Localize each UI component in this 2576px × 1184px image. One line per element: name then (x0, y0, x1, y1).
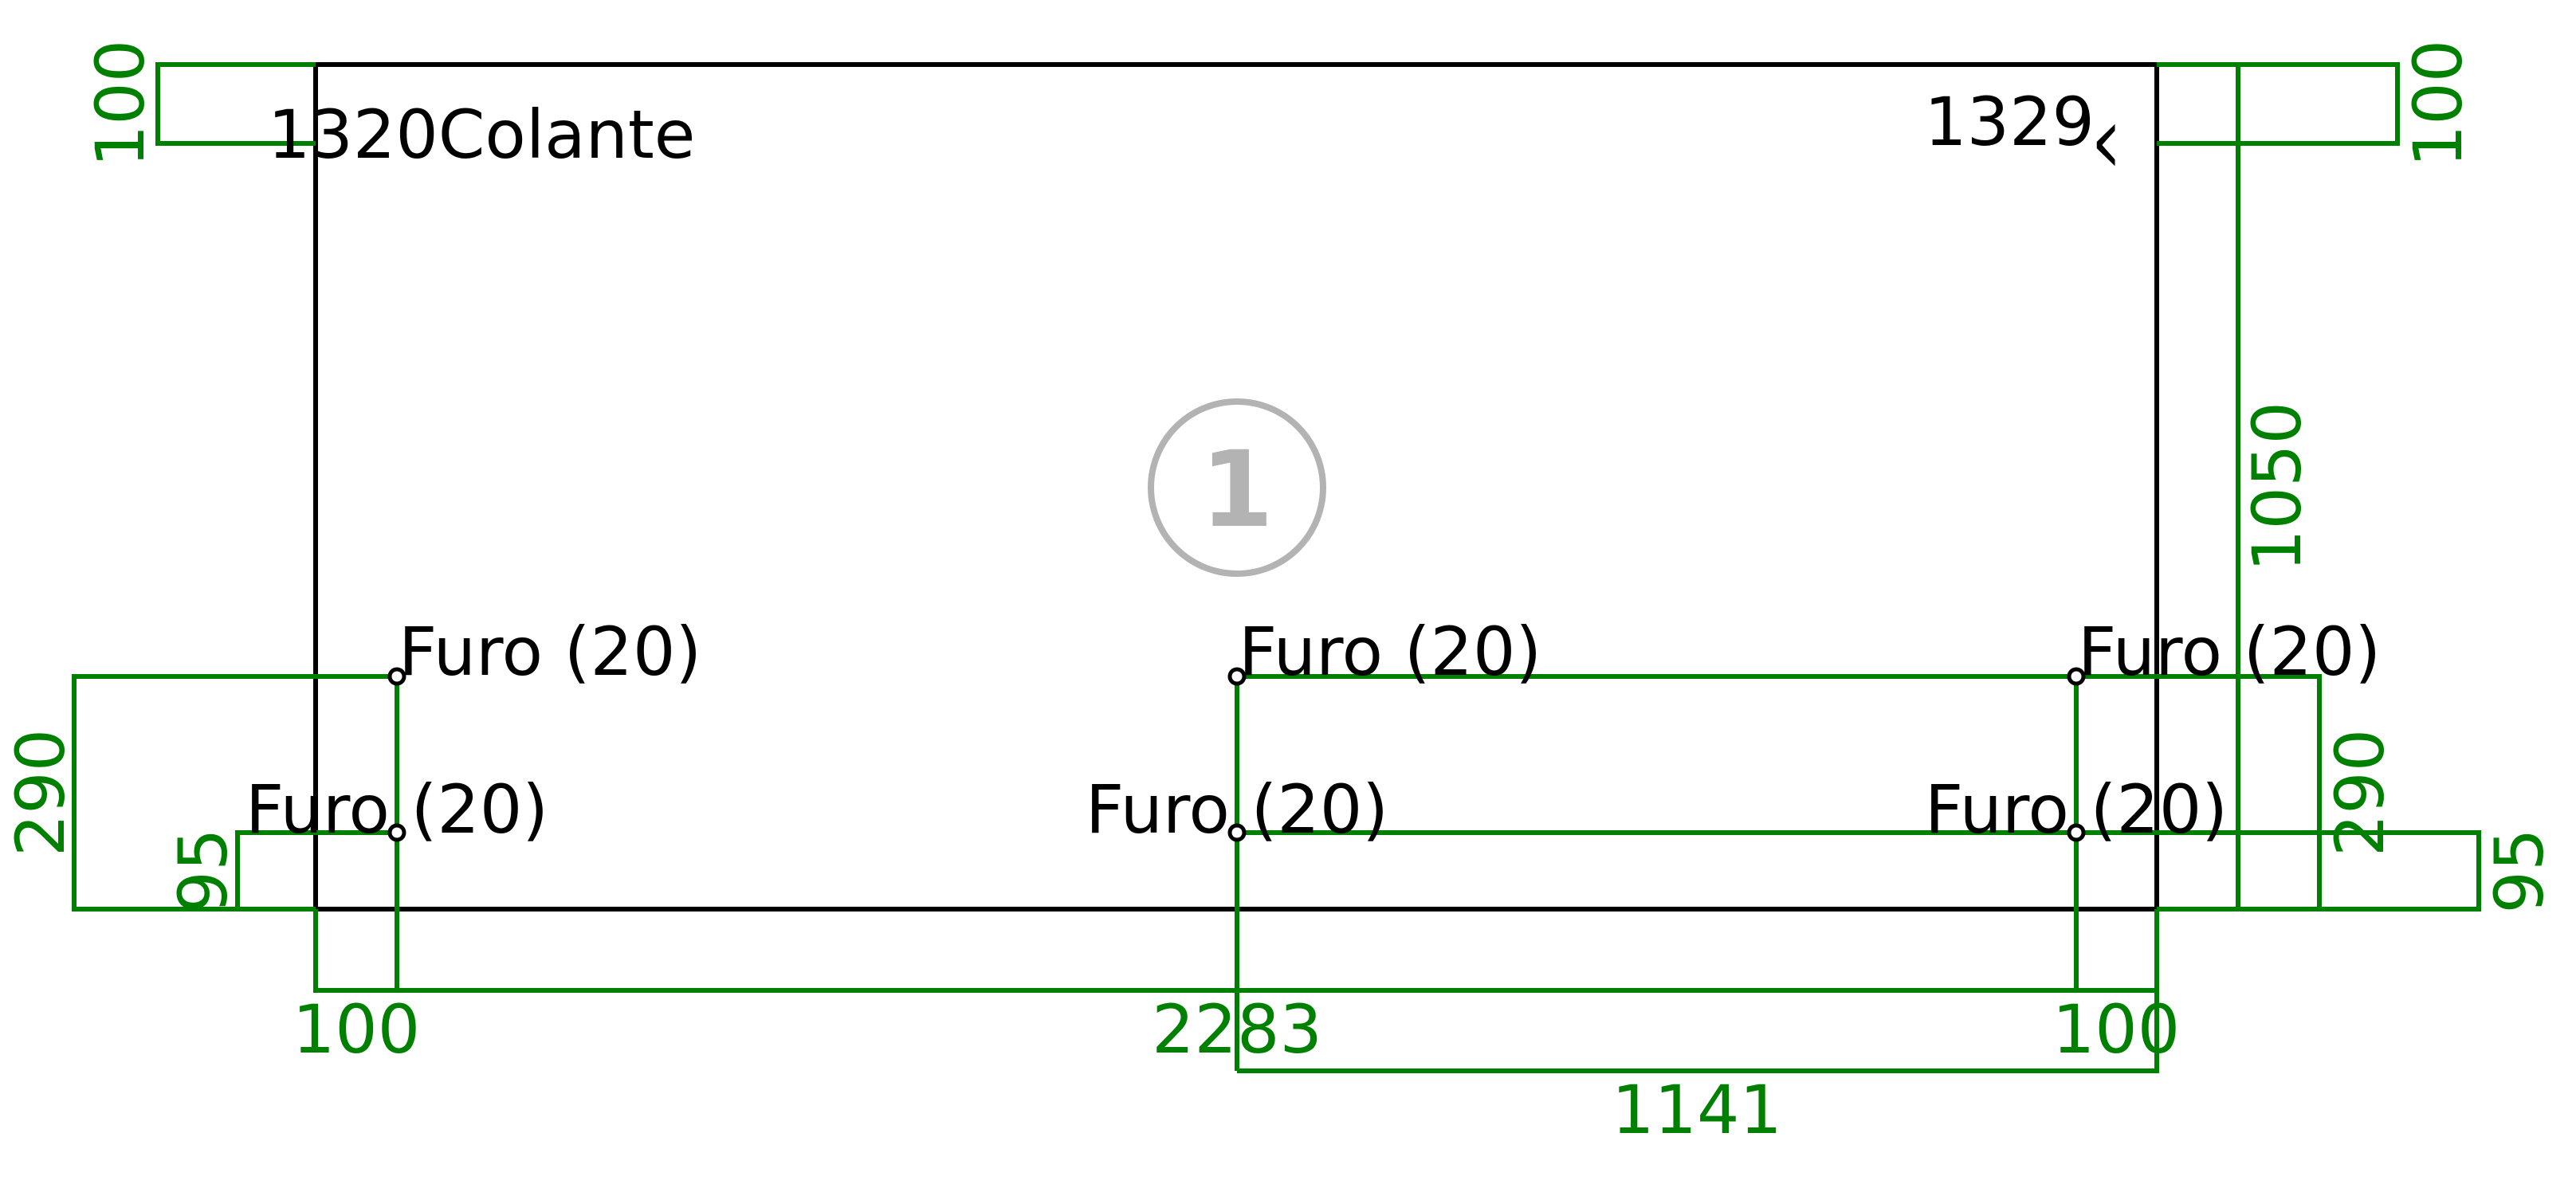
dim-bottom-total-line (313, 909, 2159, 993)
hole-marker (387, 667, 406, 686)
dim-bottom-half-label: 1141 (1612, 1071, 1782, 1149)
piece-number-badge (1148, 398, 1326, 577)
hole-label: Furo (20) (2078, 613, 2381, 691)
dim-left-95-line (235, 830, 397, 909)
hole-marker (1227, 667, 1247, 686)
dim-bottom-left-label: 100 (293, 990, 420, 1068)
dim-top-right-line (2157, 62, 2400, 146)
piece-number: 1 (1200, 429, 1274, 551)
hole-label: Furo (20) (1086, 770, 1388, 849)
hole-marker (2067, 667, 2086, 686)
hole-label: Furo (20) (1239, 613, 1541, 691)
hole-marker (2067, 823, 2086, 842)
dim-right-height-label: 1050 (2238, 402, 2316, 572)
dim-bottom-total-label: 2283 (1152, 990, 1322, 1068)
dim-right-95-line (1237, 830, 2481, 912)
dim-top-left-label: 100 (81, 40, 159, 167)
hole-label: Furo (20) (245, 770, 548, 849)
dim-right-290-label: 290 (2321, 729, 2399, 857)
corner-left-label: 1320Colante (268, 96, 695, 174)
dim-bottom-right-label: 100 (2052, 990, 2180, 1068)
dim-top-left-line (155, 62, 316, 146)
corner-right-label: 1329 (1924, 83, 2095, 161)
dimension-lines (72, 62, 2481, 1073)
dim-left-95-label: 95 (164, 829, 242, 914)
dim-right-95-label: 95 (2480, 829, 2558, 914)
hole-marker (387, 823, 406, 842)
dim-bottom-half-line (1237, 990, 2159, 1073)
dim-left-290-label: 290 (2, 729, 80, 857)
dim-left-290-line (72, 674, 397, 912)
hole-label: Furo (20) (399, 613, 701, 691)
hole-marker (1227, 823, 1247, 842)
hole-label: Furo (20) (1925, 770, 2228, 849)
dim-top-right-label: 100 (2399, 40, 2477, 167)
holes (387, 667, 2086, 842)
corner-mark: ^ (2083, 117, 2162, 173)
dim-right-290-line (1237, 674, 2322, 912)
